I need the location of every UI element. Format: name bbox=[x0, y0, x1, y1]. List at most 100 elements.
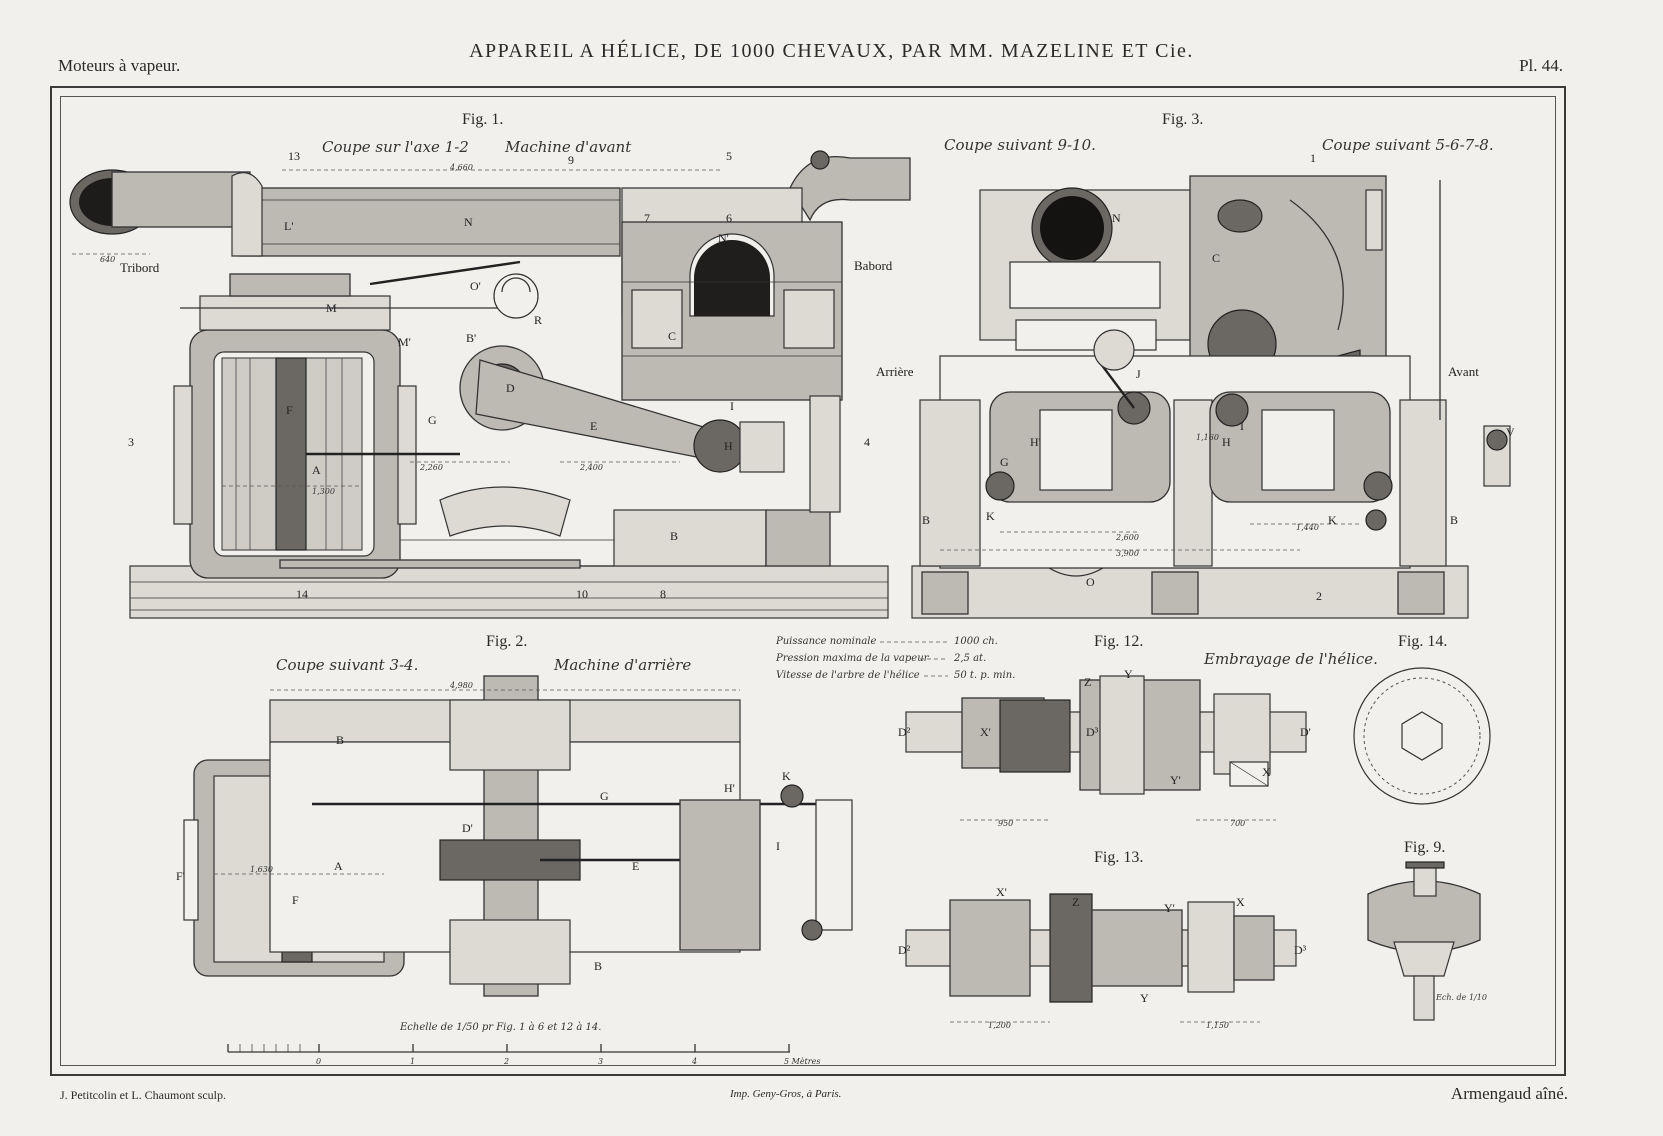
plate-outer-frame bbox=[50, 86, 1566, 1076]
fig3-dim-d: 1,160 bbox=[1196, 433, 1219, 442]
fig12-part-Dp: D' bbox=[1300, 725, 1311, 739]
fig1-mark-9: 9 bbox=[568, 153, 574, 167]
fig2-dim-cyl: 1,630 bbox=[250, 865, 273, 874]
fig1-mark-14: 14 bbox=[296, 587, 308, 601]
spec-value-0: 1000 ch. bbox=[954, 636, 998, 647]
fig2-dim-top: 4,980 bbox=[449, 681, 473, 690]
figure-12-clutch: Fig. 12. Embrayage de l'hélice. 950 700 … bbox=[898, 633, 1378, 828]
fig2-caption-left: Coupe suivant 3-4. bbox=[276, 656, 418, 674]
section-title: Moteurs à vapeur. bbox=[58, 56, 181, 75]
fig12-part-Y: Y bbox=[1124, 667, 1133, 681]
fig1-part-Np: N' bbox=[718, 231, 729, 245]
fig2-part-K: K bbox=[782, 769, 791, 783]
plate-number: Pl. 44. bbox=[1519, 56, 1563, 75]
fig1-mark-3: 3 bbox=[128, 435, 134, 449]
scale-tick-2: 2 bbox=[503, 1057, 509, 1066]
fig12-part-Dr: D³ bbox=[1086, 725, 1099, 739]
fig1-part-G: G bbox=[428, 413, 437, 427]
fig1-mark-5: 5 bbox=[726, 149, 732, 163]
printer-credit: Imp. Geny-Gros, à Paris. bbox=[730, 1088, 842, 1100]
fig1-dim-cyl: 1,300 bbox=[312, 487, 335, 496]
scale-bar: Echelle de 1/50 pr Fig. 1 à 6 et 12 à 14… bbox=[227, 1022, 820, 1066]
fig1-caption-right: Machine d'avant bbox=[504, 138, 632, 156]
fig1-part-M: M bbox=[326, 301, 337, 315]
fig14-title: Fig. 14. bbox=[1398, 633, 1447, 650]
clutch-caption: Embrayage de l'hélice. bbox=[1203, 650, 1378, 668]
fig2-part-G: G bbox=[600, 789, 609, 803]
fig1-part-N: N bbox=[464, 215, 473, 229]
fig12-part-Xp: X' bbox=[980, 725, 991, 739]
specifications-block: Puissance nominale 1000 ch. Pression max… bbox=[775, 636, 1015, 681]
fig1-part-R: R bbox=[534, 313, 542, 327]
fig13-title: Fig. 13. bbox=[1094, 849, 1143, 866]
scale-tick-1: 1 bbox=[410, 1057, 415, 1066]
fig3-part-Kb: K bbox=[1328, 513, 1337, 527]
fig1-exhaust-pipe bbox=[239, 187, 621, 257]
fig13-part-Dq: D² bbox=[898, 943, 911, 957]
fig1-side-right: Babord bbox=[854, 258, 893, 273]
scale-tick-3: 3 bbox=[598, 1057, 603, 1066]
spec-value-2: 50 t. p. min. bbox=[954, 670, 1015, 681]
scale-tick-5: 5 Mètres bbox=[784, 1057, 820, 1066]
fig3-part-N: N bbox=[1112, 211, 1121, 225]
engravers-credit: J. Petitcolin et L. Chaumont sculp. bbox=[60, 1088, 226, 1102]
fig2-part-A: A bbox=[334, 859, 343, 873]
fig3-part-J: J bbox=[1136, 367, 1141, 381]
spec-label-1: Pression maxima de la vapeur bbox=[775, 653, 930, 664]
fig3-part-K: K bbox=[986, 509, 995, 523]
fig13-part-Z: Z bbox=[1072, 895, 1079, 909]
fig1-dim-mid: 2,260 bbox=[419, 463, 443, 472]
fig2-part-E: E bbox=[632, 859, 639, 873]
fig3-part-Bb: B bbox=[1450, 513, 1458, 527]
scale-tick-0: 0 bbox=[316, 1057, 321, 1066]
fig2-part-F: F bbox=[292, 893, 299, 907]
fig1-part-Op: O' bbox=[470, 279, 481, 293]
fig1-piston bbox=[275, 357, 307, 551]
fig2-title: Fig. 2. bbox=[486, 633, 527, 650]
fig1-part-C: C bbox=[668, 329, 676, 343]
fig1-part-F: F bbox=[286, 403, 293, 417]
fig1-mark-7: 7 bbox=[644, 211, 650, 225]
fig3-dim-a: 2,600 bbox=[1115, 533, 1139, 542]
fig12-part-Yp: Y' bbox=[1170, 773, 1181, 787]
fig1-part-E: E bbox=[590, 419, 597, 433]
figure-3-transverse-section: Fig. 3. Coupe suivant 9-10. Coupe suivan… bbox=[876, 111, 1515, 619]
fig9-valve-body bbox=[1367, 880, 1481, 953]
fig3-caption-right: Coupe suivant 5-6-7-8. bbox=[1322, 136, 1494, 154]
fig3-part-G: G bbox=[1000, 455, 1009, 469]
fig1-mark-4: 4 bbox=[864, 435, 870, 449]
fig1-dim-left: 640 bbox=[100, 255, 115, 264]
fig13-part-Xp: X' bbox=[996, 885, 1007, 899]
fig1-part-B: B bbox=[670, 529, 678, 543]
fig3-side-left: Arrière bbox=[876, 364, 914, 379]
spec-label-0: Puissance nominale bbox=[775, 636, 876, 647]
fig3-part-C: C bbox=[1212, 251, 1220, 265]
fig1-mark-8: 8 bbox=[660, 587, 666, 601]
fig13-part-Dr: D³ bbox=[1294, 943, 1307, 957]
publisher-credit: Armengaud aîné. bbox=[1450, 1084, 1568, 1103]
figure-9-valve: Fig. 9. Ech. de 1/10 bbox=[1367, 839, 1487, 1021]
fig12-title: Fig. 12. bbox=[1094, 633, 1143, 650]
scale-caption: Echelle de 1/50 pr Fig. 1 à 6 et 12 à 14… bbox=[399, 1022, 601, 1033]
spec-value-1: 2,5 at. bbox=[953, 653, 986, 664]
fig12-dim-a: 950 bbox=[998, 819, 1013, 828]
fig3-dim-b: 3,900 bbox=[1116, 549, 1139, 558]
fig1-part-Lp: L' bbox=[284, 219, 294, 233]
fig1-mark-10: 10 bbox=[576, 587, 588, 601]
fig2-part-Hp: H' bbox=[724, 781, 735, 795]
fig3-mark-2: 2 bbox=[1316, 589, 1322, 603]
fig13-dim-b: 1,150 bbox=[1206, 1021, 1229, 1030]
plate-title: APPAREIL A HÉLICE, DE 1000 CHEVAUX, PAR … bbox=[469, 40, 1194, 62]
fig1-foundation bbox=[129, 565, 889, 619]
fig3-side-right: Avant bbox=[1448, 364, 1479, 379]
fig1-part-A: A bbox=[312, 463, 321, 477]
figure-14-flange: Fig. 14. bbox=[1353, 633, 1491, 805]
fig1-dim-top: 4,660 bbox=[449, 163, 473, 172]
fig1-part-Mp: M' bbox=[398, 335, 411, 349]
figure-1-longitudinal-section: Fig. 1. Coupe sur l'axe 1-2 Machine d'av… bbox=[69, 111, 911, 619]
fig1-title: Fig. 1. bbox=[462, 111, 503, 128]
fig3-dim-c: 1,440 bbox=[1296, 523, 1319, 532]
fig13-part-Yp: Y' bbox=[1164, 901, 1175, 915]
figure-13-clutch: Fig. 13. 1,200 1,150 D² X' Z Y' Y X D³ bbox=[898, 849, 1307, 1030]
